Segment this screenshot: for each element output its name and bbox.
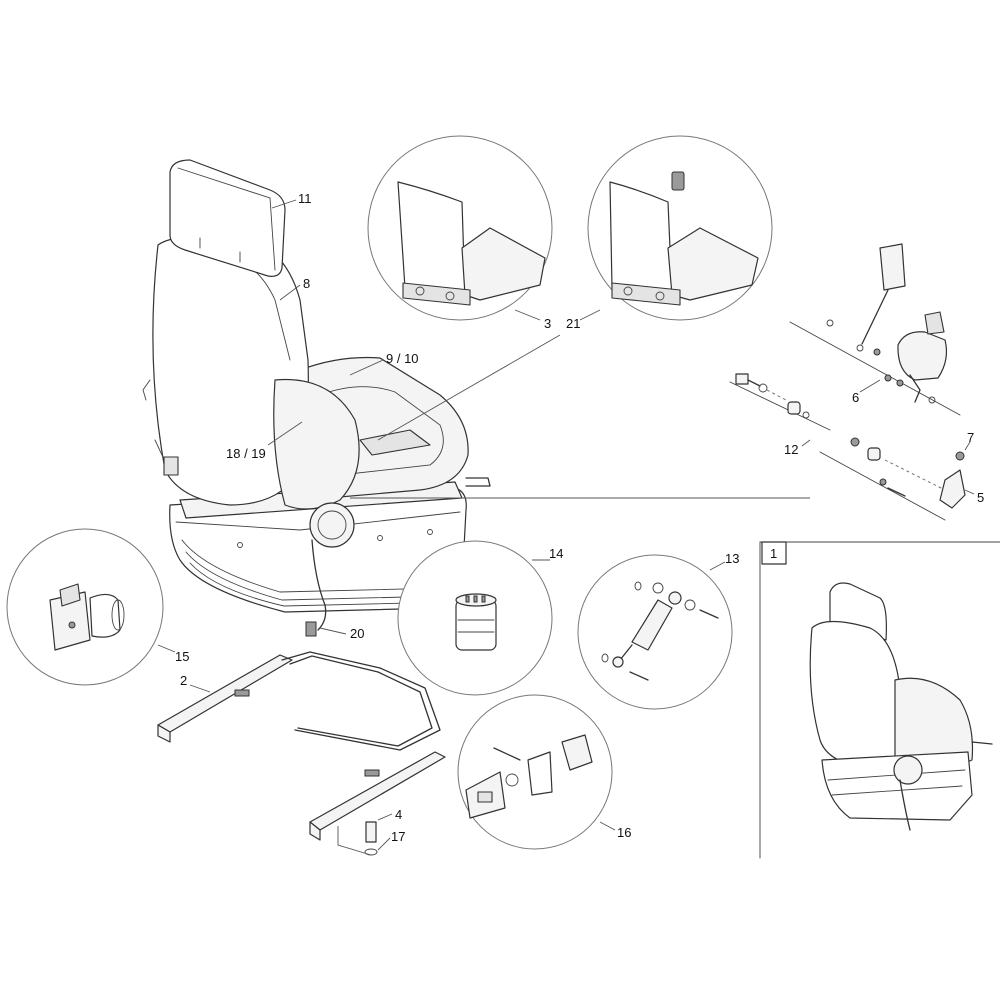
seat-backrest: [142, 235, 360, 510]
callout-17: 17: [391, 829, 405, 844]
callout-6: 6: [852, 390, 859, 405]
callout-9-10: 9 / 10: [386, 351, 419, 366]
seat-headrest: [169, 159, 286, 277]
callout-4: 4: [395, 807, 402, 822]
callout-21: 21: [566, 316, 580, 331]
fastener-set: [729, 373, 966, 521]
detail-circle-shock-absorber: [577, 554, 733, 710]
callout-labels: 11 8 9 / 10 18 / 19 3 21 6 12 7 5 14 13 …: [157, 191, 984, 851]
detail-circle-connector: [397, 540, 553, 696]
callout-5: 5: [977, 490, 984, 505]
callout-14: 14: [549, 546, 563, 561]
detail-circle-label-pad: [367, 135, 553, 321]
callout-20: 20: [350, 626, 364, 641]
bolt-icon: [365, 821, 377, 843]
callout-18-19: 18 / 19: [226, 446, 266, 461]
seat-belt-assembly: [789, 243, 961, 416]
callout-15: 15: [175, 649, 189, 664]
detail-circle-label-pad-with-switch: [587, 135, 773, 321]
callout-7: 7: [967, 430, 974, 445]
variant-label-box: [761, 541, 787, 565]
callout-2: 2: [180, 673, 187, 688]
seat-rail-frame: [157, 651, 446, 856]
callout-12: 12: [784, 442, 798, 457]
callout-3: 3: [544, 316, 551, 331]
leader-21: [377, 334, 561, 441]
callout-16: 16: [617, 825, 631, 840]
variant-panel: [759, 541, 1000, 859]
callout-8: 8: [303, 276, 310, 291]
seat-adjuster-and-cable: [305, 502, 355, 637]
switch-icon: [671, 171, 685, 191]
variant-label: 1: [770, 546, 777, 561]
callout-13: 13: [725, 551, 739, 566]
detail-circle-compressor: [6, 528, 164, 686]
callout-11: 11: [298, 191, 312, 206]
main-seat-assembly: [142, 159, 810, 637]
detail-circle-switch-bracket: [457, 694, 613, 850]
